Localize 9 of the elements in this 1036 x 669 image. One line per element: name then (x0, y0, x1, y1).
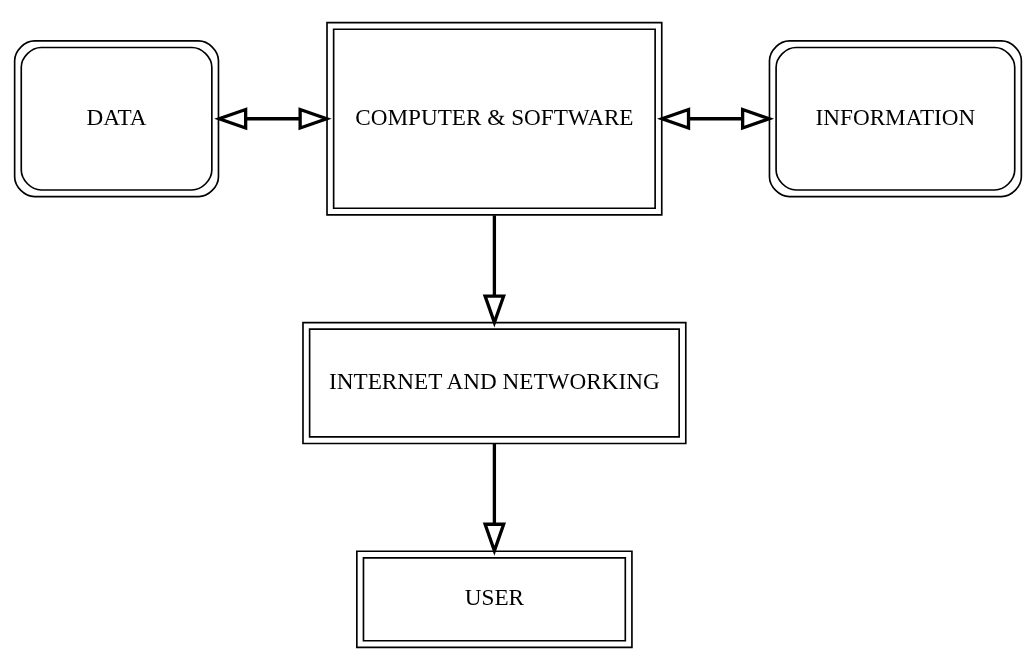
node-box: USER (356, 549, 633, 648)
arrow (482, 443, 506, 556)
arrow (214, 106, 332, 130)
arrow (482, 214, 506, 328)
node-box: INTERNET AND NETWORKING (302, 321, 687, 444)
node-box: DATA (13, 39, 220, 197)
node-box: COMPUTER & SOFTWARE (326, 21, 663, 216)
node-box: INFORMATION (768, 39, 1023, 197)
arrow (657, 106, 775, 130)
